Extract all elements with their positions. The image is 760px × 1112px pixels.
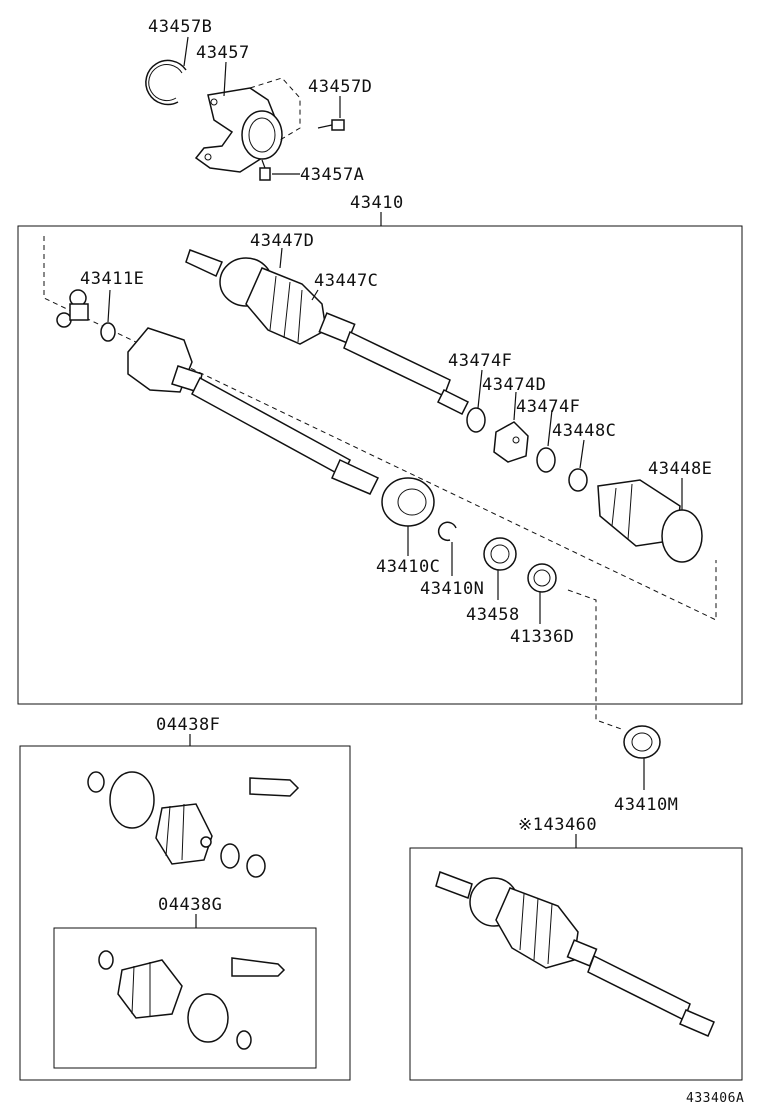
label-43447c: 43447C [314,271,378,291]
label-43410n: 43410N [420,579,484,599]
center-bearing-43410c [381,477,435,527]
label-43457: 43457 [196,43,250,63]
bolt-43457a [259,159,271,181]
bracket-assembly: 43457B 43457 43457D 43457A [145,17,372,185]
assembly-box-43410 [17,225,743,705]
label-43411e: 43411E [80,269,144,289]
clamp-43448c [568,468,588,492]
label-43457d: 43457D [308,77,372,97]
bearing-bracket-43457 [194,77,301,173]
dust-seal-41336d [527,563,557,593]
seal-43458 [483,537,517,571]
label-41336d: 41336D [510,627,574,647]
clamp-43474f-a [466,407,486,433]
label-43447d: 43447D [250,231,314,251]
bolt-43457d [317,119,345,131]
snap-ring-43410n [437,521,457,542]
outboard-joint-shaft [185,249,470,416]
label-43474f-b: 43474F [516,397,580,417]
label-43474d: 43474D [482,375,546,395]
label-04438f: 04438F [156,715,220,735]
label-43474f-a: 43474F [448,351,512,371]
label-43410m: 43410M [614,795,678,815]
clamp-43474f-b [536,447,556,473]
snap-ring-43457b-inner [148,64,183,102]
label-04438g: 04438G [158,895,222,915]
boot-43448e [597,479,703,563]
label-43448c: 43448C [552,421,616,441]
label-43410: 43410 [350,193,404,213]
damper-43474d [493,421,529,463]
kit-box-04438f [19,745,351,1081]
label-43458: 43458 [466,605,520,625]
label-43410c: 43410C [376,557,440,577]
snap-ring-43457b [145,59,187,106]
kit-box-04438g [53,927,317,1069]
label-43457b: 43457B [148,17,212,37]
label-43448e: 43448E [648,459,712,479]
label-43460: ※143460 [518,815,597,835]
label-43457a: 43457A [300,165,364,185]
boot-kit-04438f: 04438F 04438G [19,715,351,1081]
tripod-43411e [56,289,116,342]
reference-number: 433406A [686,1091,744,1106]
inboard-joint-shaft [127,327,380,495]
drive-shaft-43460: ※143460 [409,815,743,1081]
drive-shaft-assembly-43410: 43410 43447D 43447C 43411E [17,193,743,705]
bearing-43410m: 43410M [567,589,678,815]
